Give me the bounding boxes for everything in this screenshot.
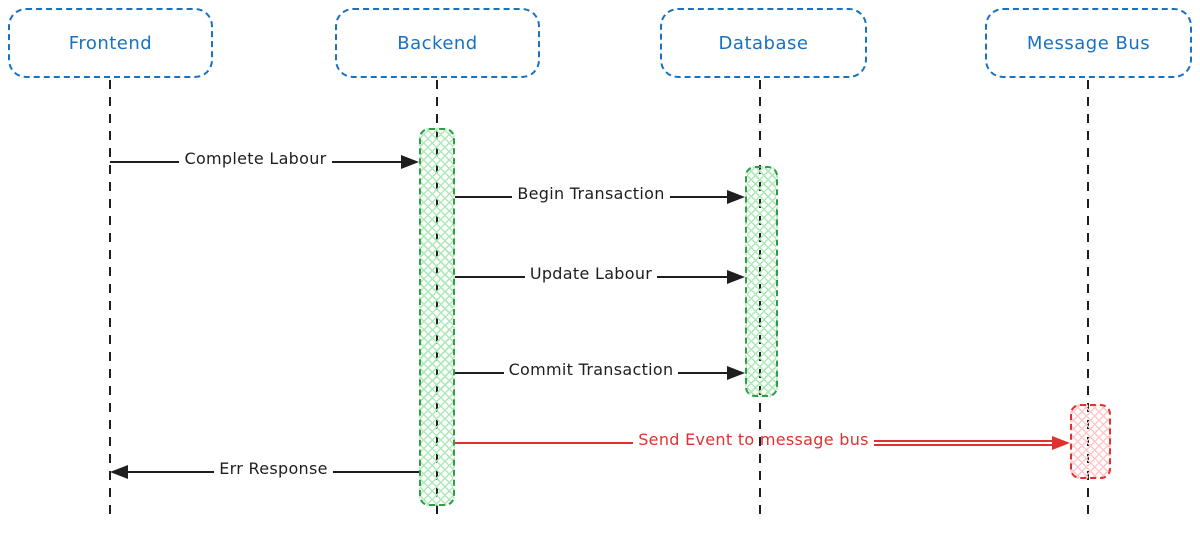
activation-bar-database bbox=[745, 166, 778, 397]
arrowhead-right-icon bbox=[727, 270, 746, 284]
message-send-event-to-message-bus: Send Event to message bus bbox=[455, 429, 1071, 456]
actor-database: Database bbox=[660, 8, 867, 78]
message-update-labour: Update Labour bbox=[455, 263, 746, 290]
message-commit-transaction: Commit Transaction bbox=[455, 360, 745, 386]
message-line bbox=[455, 195, 513, 199]
arrowhead-right-icon bbox=[1052, 436, 1071, 450]
actor-label: Backend bbox=[397, 32, 478, 54]
message-label: Complete Labour bbox=[184, 148, 327, 168]
actor-backend: Backend bbox=[335, 8, 540, 78]
message-line bbox=[455, 441, 634, 445]
message-line bbox=[455, 371, 504, 375]
arrowhead-right-icon bbox=[401, 155, 420, 169]
message-line bbox=[657, 275, 728, 279]
message-line bbox=[669, 195, 727, 199]
message-begin-transaction: Begin Transaction bbox=[455, 184, 745, 210]
message-label: Update Labour bbox=[529, 263, 653, 283]
message-line bbox=[110, 160, 180, 164]
actor-label: Database bbox=[718, 32, 809, 54]
message-complete-labour: Complete Labour bbox=[110, 148, 420, 175]
activation-bar-message-bus bbox=[1070, 404, 1111, 479]
actor-label: Message Bus bbox=[1026, 32, 1151, 54]
message-line-double bbox=[873, 440, 1053, 446]
lifeline-frontend bbox=[108, 80, 112, 522]
arrowhead-right-icon bbox=[727, 366, 745, 380]
activation-bar-backend bbox=[419, 128, 455, 506]
message-line bbox=[678, 371, 727, 375]
actor-message-bus: Message Bus bbox=[985, 8, 1192, 78]
message-label: Send Event to message bus bbox=[638, 429, 869, 449]
message-line bbox=[331, 160, 402, 164]
actor-label: Frontend bbox=[68, 32, 153, 54]
message-line bbox=[455, 275, 525, 279]
message-err-response: Err Response bbox=[110, 458, 420, 485]
message-line bbox=[128, 470, 215, 474]
message-line bbox=[332, 470, 420, 474]
message-label: Err Response bbox=[219, 458, 328, 478]
lifeline-message-bus bbox=[1086, 80, 1090, 522]
message-label: Commit Transaction bbox=[508, 359, 674, 379]
arrowhead-left-icon bbox=[110, 465, 128, 479]
arrowhead-right-icon bbox=[727, 190, 745, 204]
actor-frontend: Frontend bbox=[8, 8, 213, 78]
message-label: Begin Transaction bbox=[517, 183, 665, 203]
